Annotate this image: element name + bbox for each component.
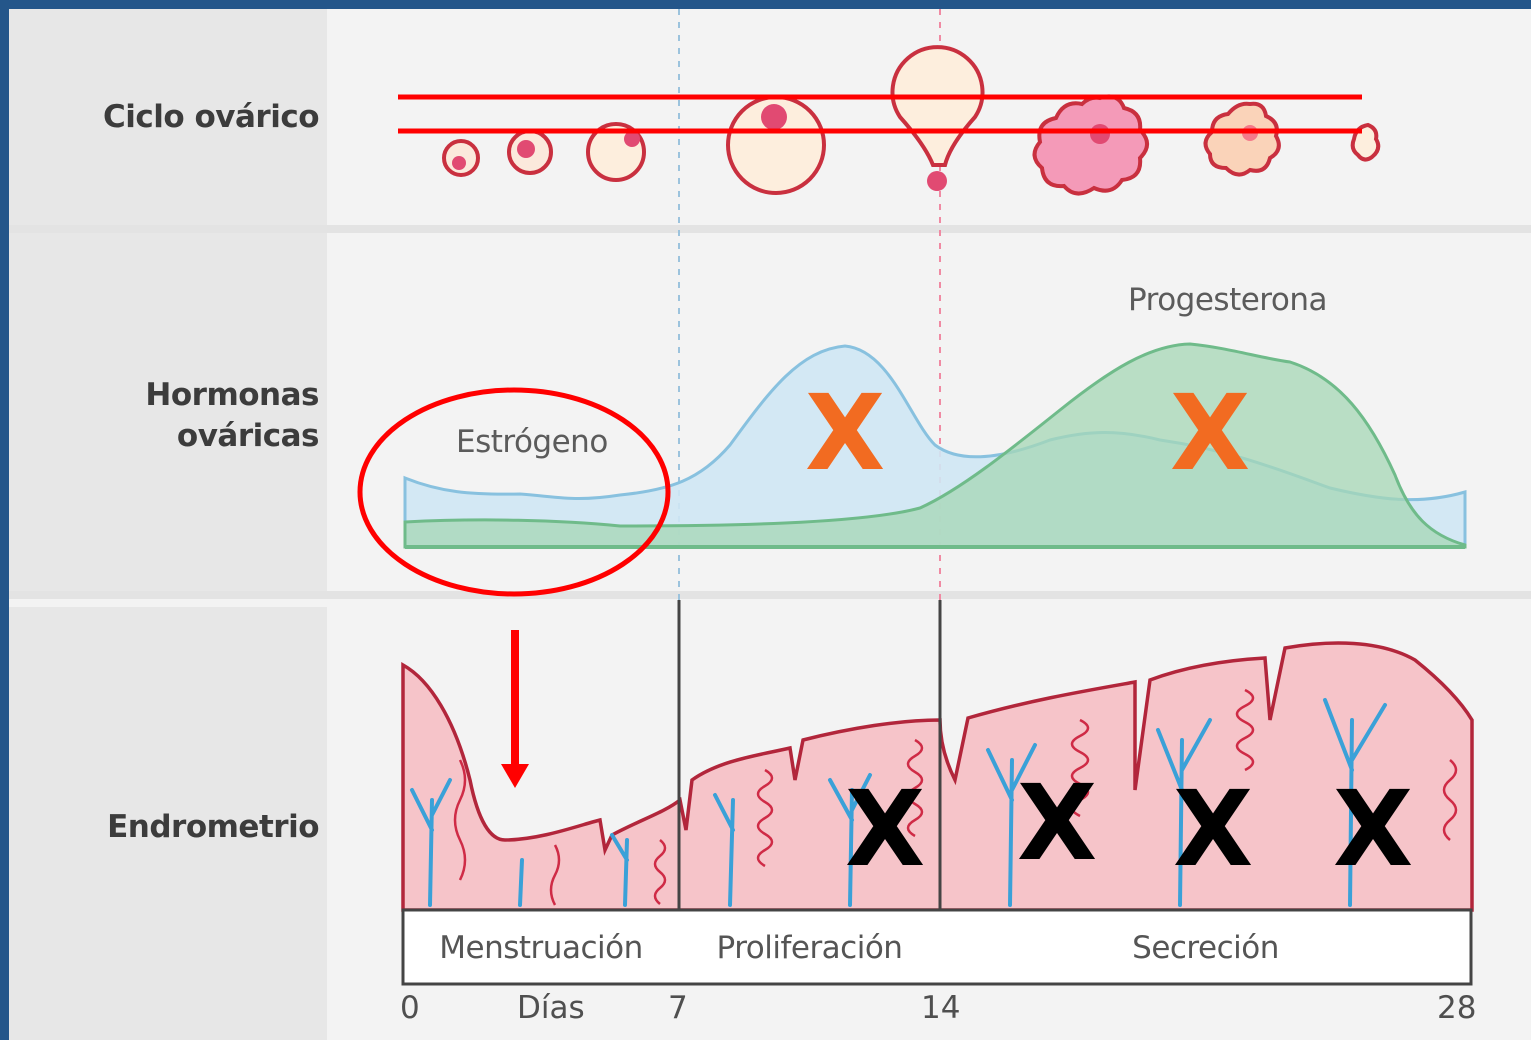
row-header-endometrium — [9, 607, 327, 1040]
phase-menstruation-label: Menstruación — [439, 930, 643, 966]
gland — [1442, 759, 1458, 841]
follicle-series — [442, 45, 1381, 196]
row-label-hormones-line2: ováricas — [176, 418, 320, 454]
vessel — [410, 778, 452, 907]
phase-bar — [401, 908, 1473, 986]
row-separator — [9, 225, 1531, 233]
gland — [906, 738, 924, 838]
glands — [453, 688, 1458, 906]
row-separator — [9, 591, 1531, 599]
black-x-mark: X — [1333, 768, 1414, 890]
follicle-stage-2 — [507, 129, 553, 175]
vessel — [713, 793, 735, 907]
vessel — [1323, 698, 1387, 907]
axis-tick-14: 14 — [921, 990, 961, 1026]
vessel — [828, 773, 872, 907]
orange-x-mark: X — [805, 372, 886, 494]
corpus-luteum-large — [1032, 94, 1149, 196]
row-header-hormones — [9, 233, 327, 599]
phase-secretion-label: Secreción — [1132, 930, 1279, 966]
gland — [1235, 688, 1255, 772]
vessel — [1156, 718, 1212, 907]
black-x-mark: X — [1173, 768, 1254, 890]
endometrium-tissue — [401, 641, 1474, 912]
axis-tick-7: 7 — [668, 990, 688, 1026]
row-label-endometrium: Endrometrio — [107, 809, 319, 845]
row-label-hormones-line1: Hormonas — [145, 377, 319, 413]
corpus-luteum-medium — [1203, 101, 1281, 177]
vessel — [610, 833, 629, 907]
gland — [1070, 718, 1090, 818]
gland — [453, 759, 467, 881]
follicle-stage-1 — [442, 139, 480, 177]
estrogen-label: Estrógeno — [456, 424, 608, 460]
orange-x-mark: X — [1170, 372, 1251, 494]
down-arrow-head — [501, 764, 529, 788]
black-x-mark: X — [845, 768, 926, 890]
axis-tick-0: 0 — [400, 990, 420, 1026]
vessel — [518, 858, 524, 907]
black-x-mark: X — [1017, 762, 1098, 884]
follicle-stage-3 — [586, 122, 646, 182]
axis-tick-28: 28 — [1437, 990, 1477, 1026]
row-label-ovarian-hormones: Hormonas ováricas — [145, 375, 319, 457]
vessel — [986, 743, 1037, 907]
estrogen-highlight-circle — [357, 387, 671, 597]
gland — [756, 768, 774, 868]
ovulation-follicle — [890, 45, 985, 191]
progesterone-label: Progesterona — [1128, 282, 1327, 318]
vessels — [410, 698, 1387, 907]
gland — [549, 844, 561, 906]
follicle-stage-4 — [726, 95, 826, 195]
progesterone-curve — [403, 342, 1467, 549]
corpus-albicans — [1350, 122, 1381, 162]
row-header-ovarian — [9, 9, 327, 225]
row-label-ovarian-cycle: Ciclo ovárico — [103, 99, 319, 135]
phase-proliferation-label: Proliferación — [716, 930, 903, 966]
axis-title: Días — [517, 990, 585, 1026]
gland — [653, 839, 667, 905]
